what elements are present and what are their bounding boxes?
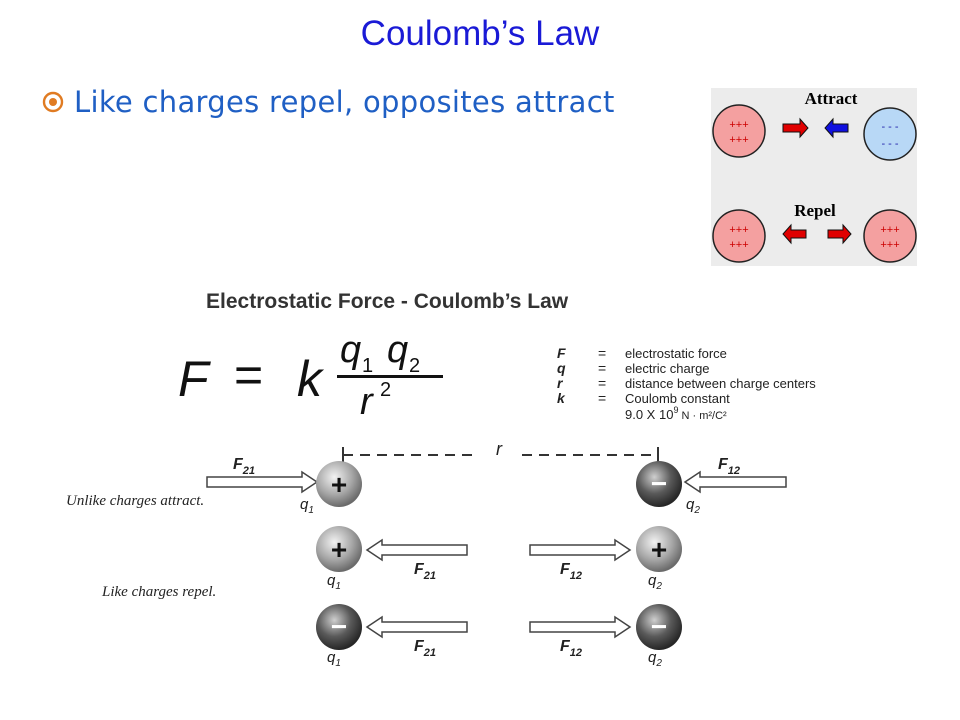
svg-text:distance between charge center: distance between charge centers [625,376,816,391]
svg-text:=: = [598,345,606,361]
svg-text:r: r [360,381,374,423]
svg-text:electrostatic force: electrostatic force [625,346,727,361]
svg-text:- - -: - - - [881,121,898,133]
negative-charge-sphere: − [636,604,682,650]
row-like-negative-repel: − q1 F21 F12 − q2 [316,604,682,669]
svg-text:F12: F12 [718,456,740,477]
svg-text:−: − [331,611,347,642]
svg-text:F21: F21 [233,456,255,477]
circle-dot-bullet-icon [42,91,64,113]
variable-legend: F = electrostatic force q = electric cha… [557,345,816,422]
svg-text:k: k [297,351,325,407]
attract-label: Attract [805,89,858,108]
force-arrow-left-icon [683,470,787,494]
row-unlike-attract: F21 + q1 Unlike charges attract. F12 − q… [66,456,787,516]
slide-title: Coulomb’s Law [360,14,600,53]
svg-text:q2: q2 [686,496,700,516]
red-arrow-right-icon [782,117,809,139]
svg-text:k: k [557,390,566,406]
bullet-text: Like charges repel, opposites attract [74,85,615,119]
svg-text:q2: q2 [648,572,662,592]
svg-text:+++: +++ [729,224,748,236]
positive-charge-sphere: + [636,526,682,572]
svg-text:=: = [598,375,606,391]
red-arrow-right-icon [827,223,852,245]
negative-charge-sphere: − [636,461,682,507]
svg-text:q: q [340,329,361,371]
bullet-point: Like charges repel, opposites attract [42,82,615,122]
negative-charge-sphere: − [316,604,362,650]
inset-negative-sphere-attract: - - - - - - [863,107,917,161]
svg-text:=: = [598,390,606,406]
svg-text:+: + [331,469,347,500]
svg-text:F: F [178,351,211,407]
svg-text:q1: q1 [300,496,314,516]
svg-text:+++: +++ [729,239,748,251]
inset-positive-sphere-repel-left: +++ +++ [712,209,766,263]
row-like-positive-repel: + q1 F21 F12 + q2 [316,526,682,592]
svg-text:q2: q2 [648,649,662,669]
svg-text:1: 1 [362,355,373,377]
svg-text:−: − [651,611,667,642]
figure-heading: Electrostatic Force - Coulomb’s Law [206,290,569,313]
svg-text:+++: +++ [729,134,748,146]
svg-text:+++: +++ [880,224,899,236]
positive-charge-sphere: + [316,461,362,507]
svg-text:q: q [557,360,566,376]
force-arrow-right-icon [206,470,319,494]
svg-text:2: 2 [380,379,391,401]
svg-text:F21: F21 [414,561,436,582]
svg-text:- - -: - - - [881,138,898,150]
svg-text:=: = [234,347,263,403]
svg-text:F12: F12 [560,638,582,659]
coulomb-constant-value: 9.0 X 109 N · m²/C² [625,405,727,422]
svg-text:q: q [387,329,408,371]
force-arrow-right-icon [529,615,632,639]
svg-text:2: 2 [409,355,420,377]
force-arrow-right-icon [529,538,632,562]
svg-text:F21: F21 [414,638,436,659]
unlike-charges-caption: Unlike charges attract. [66,493,204,509]
svg-text:F: F [557,345,566,361]
attract-repel-inset: Attract Repel +++ +++ - - - - - - +++ ++… [711,88,917,266]
coulomb-equation: F = k q 1 q 2 r 2 [178,329,443,423]
svg-text:+: + [331,534,347,565]
distance-indicator: r [342,439,659,462]
svg-text:−: − [651,468,667,499]
force-arrow-left-icon [365,615,468,639]
svg-text:q1: q1 [327,649,341,669]
svg-text:+++: +++ [729,119,748,131]
positive-charge-sphere: + [316,526,362,572]
svg-text:electric charge: electric charge [625,361,710,376]
svg-text:F12: F12 [560,561,582,582]
red-arrow-left-icon [782,223,807,245]
repel-label: Repel [794,201,836,220]
inset-positive-sphere-repel-right: +++ +++ [863,209,917,263]
svg-text:+++: +++ [880,239,899,251]
force-arrow-left-icon [365,538,468,562]
inset-positive-sphere-attract: +++ +++ [712,104,766,158]
svg-text:Coulomb constant: Coulomb constant [625,391,730,406]
svg-text:r: r [557,375,564,391]
svg-text:=: = [598,360,606,376]
like-charges-caption: Like charges repel. [101,584,216,600]
svg-text:+: + [651,534,667,565]
svg-text:q1: q1 [327,572,341,592]
fraction-bar [337,375,443,378]
blue-arrow-left-icon [824,117,849,139]
svg-text:r: r [496,439,503,459]
